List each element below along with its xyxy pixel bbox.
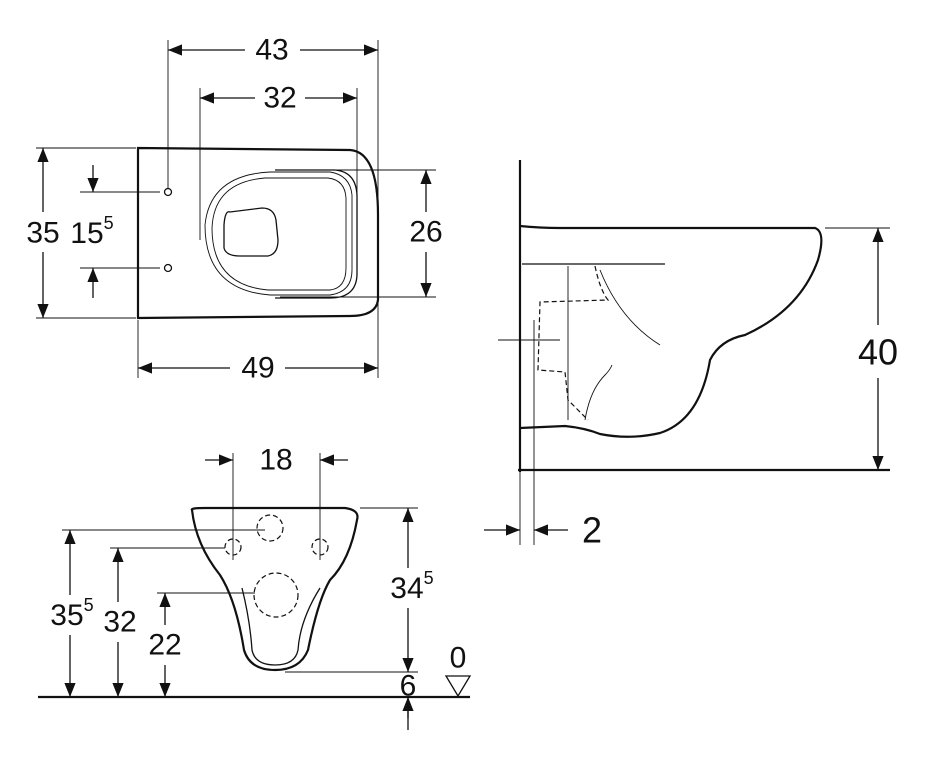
dim-49: 49 xyxy=(241,352,274,385)
bowl-opening xyxy=(223,207,279,257)
dim-2: 2 xyxy=(582,510,602,551)
dim-35-5: 355 xyxy=(50,595,93,632)
mounting-hole-upper xyxy=(163,187,173,197)
dim-32-top: 32 xyxy=(263,82,296,115)
bowl-outline-side xyxy=(519,224,823,438)
front-view: 18 355 32 22 345 6 0 xyxy=(38,444,472,730)
level-zero-triangle-icon xyxy=(444,675,472,698)
dim-34-5: 345 xyxy=(390,568,433,605)
dim-43: 43 xyxy=(255,34,288,67)
dim-26: 26 xyxy=(409,216,442,249)
dim-0: 0 xyxy=(450,642,467,675)
top-view: 43 32 35 155 26 49 xyxy=(26,34,442,385)
dim-35: 35 xyxy=(26,217,59,250)
dim-15-5: 155 xyxy=(70,213,113,250)
seat-ring xyxy=(204,171,353,296)
dim-6: 6 xyxy=(400,670,417,703)
bowl-outline-front xyxy=(190,506,359,672)
dim-40: 40 xyxy=(858,332,898,373)
side-view: 40 2 xyxy=(484,160,898,551)
mounting-hole-lower xyxy=(163,263,173,273)
dim-18: 18 xyxy=(259,444,292,477)
dim-22: 22 xyxy=(148,629,181,662)
dim-32-front: 32 xyxy=(103,606,136,639)
